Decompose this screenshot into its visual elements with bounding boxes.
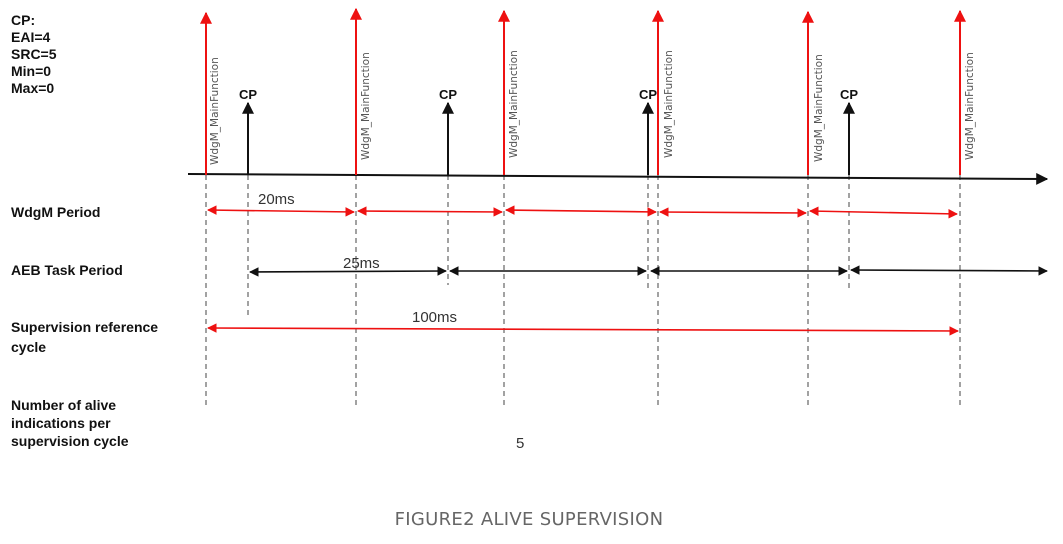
wdgm-mainfunction-events: WdgM_MainFunction WdgM_MainFunction WdgM…	[200, 7, 976, 175]
aeb-period-span	[850, 265, 1048, 276]
aeb-task-period-spans	[249, 265, 1048, 277]
param-line: Min=0	[11, 63, 51, 79]
cp-label: CP	[840, 87, 858, 102]
wdgm-period-span	[659, 207, 807, 218]
wdgm-mainfunction-label: WdgM_MainFunction	[508, 50, 520, 158]
timeline-axis	[187, 172, 1049, 185]
aeb-task-period-label: 25ms	[343, 255, 380, 272]
wdgm-period-span	[207, 205, 355, 217]
cp-label: CP	[439, 87, 457, 102]
wdgm-period-span	[357, 206, 503, 217]
wdgm-mainfunction-label: WdgM_MainFunction	[209, 57, 221, 165]
wdgm-mainfunction-label: WdgM_MainFunction	[813, 54, 825, 162]
checkpoint-events: CP CP CP CP	[239, 87, 858, 175]
supervision-cycle-span	[207, 323, 959, 336]
wdgm-period-spans	[207, 205, 958, 219]
wdgm-mainfunction-label: WdgM_MainFunction	[964, 52, 976, 160]
supervision-cycle-label: 100ms	[412, 309, 457, 326]
param-line: CP:	[11, 12, 35, 28]
row-label-aeb-task-period: AEB Task Period	[11, 262, 123, 278]
wdgm-mainfunction-label: WdgM_MainFunction	[360, 52, 372, 160]
row-label-wdgm-period: WdgM Period	[11, 204, 100, 220]
aeb-period-span	[249, 266, 447, 277]
wdgm-period-span	[809, 206, 958, 219]
figure-caption: FIGURE2 ALIVE SUPERVISION	[395, 509, 664, 530]
param-line: SRC=5	[11, 46, 57, 62]
wdgm-period-label: 20ms	[258, 191, 295, 208]
param-line: EAI=4	[11, 29, 51, 45]
guide-lines	[205, 175, 961, 405]
row-label-supervision-reference-cycle: Supervision reference cycle	[11, 319, 162, 355]
row-label-alive-indications: Number of alive indications per supervis…	[11, 397, 129, 449]
cp-label: CP	[639, 87, 657, 102]
alive-indication-count: 5	[516, 435, 524, 452]
param-line: Max=0	[11, 80, 54, 96]
wdgm-mainfunction-label: WdgM_MainFunction	[663, 50, 675, 158]
wdgm-period-span	[505, 205, 657, 217]
parameter-block: CP: EAI=4 SRC=5 Min=0 Max=0	[11, 12, 60, 96]
cp-label: CP	[239, 87, 257, 102]
